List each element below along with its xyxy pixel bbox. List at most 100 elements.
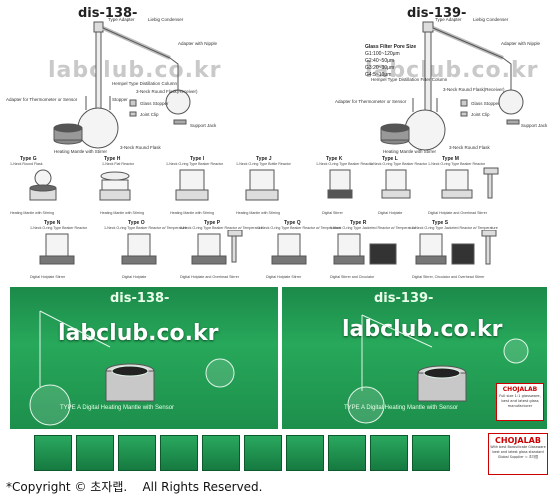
type-j-drawing [245, 169, 279, 201]
callout-joint-clip: Joint Clip [140, 112, 159, 117]
type-label: Type O [128, 220, 145, 226]
photo-caption: TYPE A Digital Heating Mantle with Senso… [344, 405, 459, 411]
type-p: Type P 1-Neck O-ring Type Beaker Reactor… [180, 220, 263, 279]
diagram-dis-139: dis-139- labclub.co.kr Glass Filter Pore… [275, 0, 550, 160]
type-q: Type Q 1-Neck O-ring Type Beaker Reactor… [258, 220, 341, 279]
footer-brand-badge: CHOJALAB With best Borosilicate Glasswar… [488, 433, 548, 475]
type-s-drawing [415, 229, 497, 265]
type-k-drawing [327, 169, 353, 199]
photo-title: dis-139- [374, 291, 434, 306]
type-caption: Digital Hotplate [378, 211, 403, 215]
type-desc: 1-Neck Round Flask [10, 162, 43, 166]
type-n-drawing [39, 233, 75, 265]
type-desc: 1-Neck O-ring Type Jacketed Reactor w/ T… [330, 226, 416, 230]
copyright-text: *Copyright © 초자랩. All Rights Reserved. [6, 480, 263, 494]
footer-brand-note-2: best and latest glass standard [492, 450, 544, 454]
type-m-drawing [441, 167, 499, 199]
type-desc: 1-Neck O-ring Type Beaker Reactor w/ Tem… [104, 226, 187, 230]
filter-pore-title: Glass Filter Pore Size [365, 44, 417, 50]
callout-glass-stopper: Glass Stopper [140, 101, 169, 106]
type-n: Type N 1-Neck O-ring Type Beaker Reactor… [30, 220, 100, 279]
callout-type-adapter: Type Adapter [108, 17, 135, 22]
type-j: Type J 1-Neck O-ring Type Bottle Reactor… [236, 156, 312, 215]
type-h: Type H 1-Neck Flat Reactor Heating Mantl… [82, 156, 148, 215]
type-label: Type P [204, 220, 221, 226]
type-caption: Heating Mantle with Stirring [10, 211, 54, 215]
callout-receiver-flask: 3-Neck Round Flask(Receiver) [443, 87, 505, 92]
callout-joint-clip: Joint Clip [471, 112, 490, 117]
diagram-title: dis-139- [407, 6, 467, 21]
filter-size-g2: G2:40~50μm [365, 58, 395, 64]
filter-pore-size-box: Glass Filter Pore Size G1:100~120μm G2:4… [365, 44, 416, 79]
type-caption: Digital Hotplate Stirrer [30, 275, 66, 279]
type-l-drawing [381, 169, 411, 199]
types-row-2: Type N 1-Neck O-ring Type Beaker Reactor… [0, 220, 550, 284]
type-label: Type M [442, 156, 459, 162]
callout-adapter-nipple: Adapter with Nipple [501, 41, 541, 46]
type-desc: 1-Neck O-ring Type Beaker Reactor [30, 226, 88, 230]
watermark: labclub.co.kr [48, 58, 222, 83]
types-row-1: Type G 1-Neck Round Flask Heating Mantle… [0, 156, 550, 218]
type-label: Type R [350, 220, 367, 226]
photo-watermark: labclub.co.kr [342, 317, 503, 342]
type-desc: 1-Neck O-ring Type Beaker Reactor w/ Tem… [258, 226, 341, 230]
thumbnail-strip [34, 435, 474, 471]
type-i: Type I 1-Neck O-ring Type Beaker Reactor… [156, 156, 232, 215]
thumb-condenser[interactable] [76, 435, 114, 471]
thumb-flask[interactable] [202, 435, 240, 471]
type-i-drawing [175, 169, 209, 201]
photo-brand-badge: CHOJALAB Full size 1:1 glassware, best a… [496, 383, 544, 421]
type-label: Type Q [284, 220, 301, 226]
photo-brand: CHOJALAB [502, 386, 538, 393]
type-caption: Heating Mantle with Stirring [100, 211, 144, 215]
diagram-title: dis-138- [78, 6, 138, 21]
type-desc: 1-Neck O-ring Type Beaker Reactor [370, 162, 428, 166]
thumb-thermometer[interactable] [328, 435, 366, 471]
type-desc: 1-Neck O-ring Type Bottle Reactor [236, 162, 291, 166]
thumb-tubing[interactable] [412, 435, 450, 471]
type-desc: 1-Neck O-ring Type Beaker Reactor [316, 162, 374, 166]
filter-size-g4: G4:5~10μm [365, 72, 392, 78]
thumb-column[interactable] [118, 435, 156, 471]
filtration-apparatus-drawing [380, 21, 524, 151]
thumb-stopper[interactable] [244, 435, 282, 471]
callout-heating-mantle: Heating Mantle with Stirrer [54, 149, 108, 154]
photo-apparatus [29, 310, 235, 426]
type-l: Type L 1-Neck O-ring Type Beaker Reactor… [370, 156, 428, 215]
type-r: Type R 1-Neck O-ring Type Jacketed React… [330, 220, 416, 279]
type-g: Type G 1-Neck Round Flask Heating Mantle… [10, 156, 76, 215]
diagram-dis-138: dis-138- labclub.co.kr Typ [0, 0, 275, 160]
type-r-drawing [333, 233, 397, 265]
callout-stopper: Stopper [112, 97, 128, 102]
callout-3neck-flask: 3-Neck Round Flask [120, 145, 161, 150]
filter-size-g3: G3:20~30μm [365, 65, 395, 71]
type-label: Type K [326, 156, 343, 162]
photo-apparatus [347, 314, 529, 424]
thumb-joint-clip[interactable] [286, 435, 324, 471]
type-label: Type I [190, 156, 205, 162]
thumb-adapter-nipple[interactable] [160, 435, 198, 471]
type-caption: Digital Hotplate Stirrer [266, 275, 302, 279]
type-label: Type L [382, 156, 398, 162]
type-p-drawing [191, 229, 243, 265]
thumb-adapter[interactable] [34, 435, 72, 471]
type-caption: Digital Hotplate and Overhead Stirrer [428, 211, 487, 215]
photo-dis-139: dis-139- labclub.co.kr TYPE A Digital He… [282, 287, 547, 429]
callout-adapter-nipple: Adapter with Nipple [178, 41, 218, 46]
callout-liebig-condenser: Liebig Condenser [473, 17, 509, 22]
type-caption: Digital Stirrer, Circulator and Overhead… [412, 275, 485, 279]
distillation-apparatus-drawing [53, 21, 191, 149]
type-g-drawing [29, 169, 57, 201]
type-caption: Digital Stirrer and Circulator [330, 275, 375, 279]
type-o: Type O 1-Neck O-ring Type Beaker Reactor… [104, 220, 187, 279]
type-s: Type S 1-Neck O-ring Type Jacketed React… [412, 220, 532, 279]
type-desc: 1-Neck Flat Reactor [102, 162, 134, 166]
type-m: Type M 1-Neck O-ring Type Beaker Reactor… [428, 156, 528, 215]
type-k: Type K 1-Neck O-ring Type Beaker Reactor… [316, 156, 374, 215]
photo-brand-note: Full size 1:1 glassware, best and latest… [499, 394, 541, 408]
callout-hempel-column: Hempel Type Distillation Column [112, 81, 177, 86]
type-caption: Digital Hotplate [122, 275, 147, 279]
type-desc: 1-Neck O-ring Type Beaker Reactor [428, 162, 486, 166]
callout-liebig-condenser: Liebig Condenser [148, 17, 184, 22]
thumb-receiver[interactable] [370, 435, 408, 471]
